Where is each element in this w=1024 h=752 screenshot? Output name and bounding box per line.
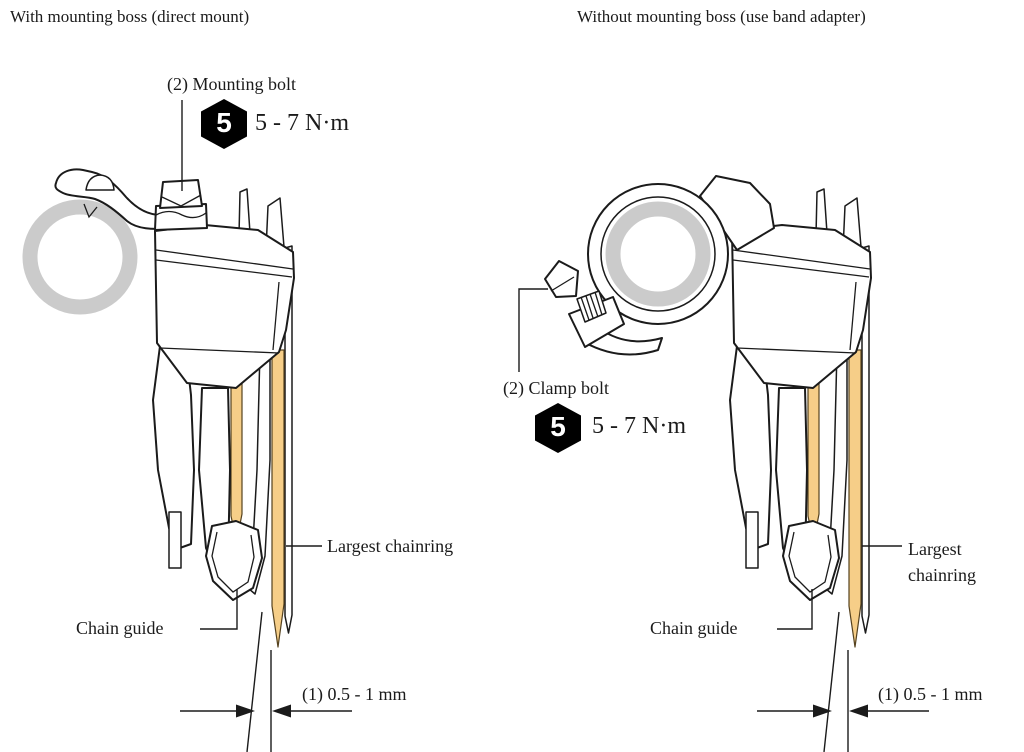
band-clamp-adapter [544,175,775,356]
mounting-bolt-callout: (2) Mounting bolt [167,74,296,94]
clamp-bolt-callout: (2) Clamp bolt [503,378,609,398]
clamp-bolt-thread [576,290,607,323]
torque-value: 5 - 7 N·m [255,110,349,136]
right-panel-title: Without mounting boss (use band adapter) [577,7,866,26]
chain-guide-leader-line [777,589,813,630]
largest-chainring-label: Largest chainring [908,539,976,586]
chain-guide-leader-line [200,589,238,630]
seat-tube-ring [605,201,711,307]
largest-chainring-label: Largest chainring [327,536,454,556]
clamp-bolt [544,260,579,298]
arm-hook [83,203,98,219]
chain-guide-label: Chain guide [650,618,738,638]
clearance-label: (1) 0.5 - 1 mm [302,684,407,704]
band-hinge [699,175,775,251]
left-panel-title: With mounting boss (direct mount) [10,7,250,26]
clearance-label: (1) 0.5 - 1 mm [878,684,983,704]
chain-guide-label: Chain guide [76,618,164,638]
left-figure-direct-mount [22,100,353,752]
mounting-bolt [159,179,203,209]
right-figure-band-adapter [518,175,930,752]
torque-tool-size: 5 [216,107,232,138]
clamp-bolt-leader-line [518,288,548,372]
torque-tool-size: 5 [550,411,566,442]
torque-hex-icon: 5 [535,403,581,453]
seat-tube-ring [22,199,138,315]
arm-pivot-dome [85,174,115,191]
torque-value: 5 - 7 N·m [592,413,686,439]
